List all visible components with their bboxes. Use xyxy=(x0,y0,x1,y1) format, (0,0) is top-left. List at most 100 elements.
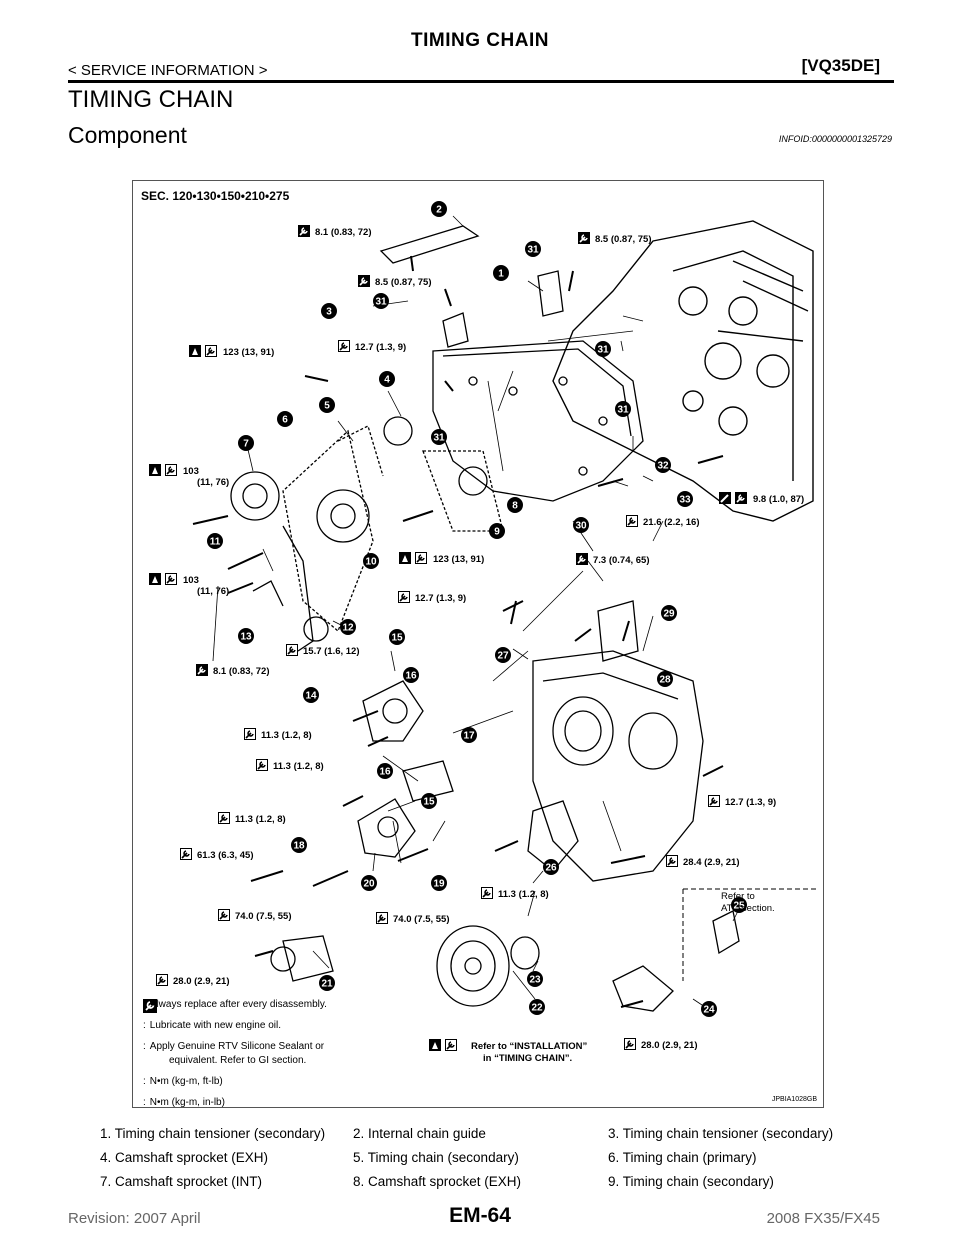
legend-text: Apply Genuine RTV Silicone Sealant or xyxy=(149,1041,325,1052)
callout-1: 1 xyxy=(493,265,509,281)
torque-label: 103 xyxy=(183,575,199,586)
torque-label: 28.0 (2.9, 21) xyxy=(173,976,230,987)
sealant-icon xyxy=(718,491,732,505)
callout-17: 17 xyxy=(461,727,477,743)
callout-31: 31 xyxy=(525,241,541,257)
callout-number: 29 xyxy=(663,609,675,620)
diagram-drawing: SEC. 120•130•150•210•275 xyxy=(141,189,819,1064)
callout-number: 26 xyxy=(545,863,557,874)
callout-24: 24 xyxy=(701,1001,717,1017)
callout-16: 16 xyxy=(403,667,419,683)
torque-icon xyxy=(217,908,231,922)
torque-icon xyxy=(164,463,178,477)
callout-26: 26 xyxy=(543,859,559,875)
part-item: 4. Camshaft sprocket (EXH) xyxy=(100,1150,269,1165)
part-item: 2. Internal chain guide xyxy=(353,1126,486,1141)
callout-19: 19 xyxy=(431,875,447,891)
callout-number: 23 xyxy=(529,975,541,986)
torque-label: 12.7 (1.3, 9) xyxy=(725,797,776,808)
torque-label: 123 (13, 91) xyxy=(433,554,484,565)
callout-18: 18 xyxy=(291,837,307,853)
callout-31: 31 xyxy=(431,429,447,445)
legend-row-oil: :Lubricate with new engine oil. xyxy=(143,999,543,1041)
callout-28: 28 xyxy=(657,671,673,687)
part-item: 5. Timing chain (secondary) xyxy=(353,1150,519,1165)
callout-number: 15 xyxy=(423,797,435,808)
callout-15: 15 xyxy=(421,793,437,809)
engine-code: [VQ35DE] xyxy=(801,56,880,75)
callout-6: 6 xyxy=(277,411,293,427)
torque-icon xyxy=(734,491,748,505)
legend-text: Lubricate with new engine oil. xyxy=(149,1020,281,1031)
legend-text: N•m (kg-m, in-lb) xyxy=(149,1097,225,1108)
torque-icon xyxy=(397,590,411,604)
callout-number: 27 xyxy=(497,651,509,662)
footer-revision: Revision: 2007 April xyxy=(68,1210,201,1227)
callout-15: 15 xyxy=(389,629,405,645)
callout-number: 31 xyxy=(375,297,387,308)
legend-text: equivalent. Refer to GI section. xyxy=(169,1055,307,1066)
callout-33: 33 xyxy=(677,491,693,507)
torque-icon xyxy=(297,224,311,238)
header-rule xyxy=(68,80,894,83)
parts-row: 4. Camshaft sprocket (EXH) 5. Timing cha… xyxy=(100,1150,880,1174)
callout-number: 13 xyxy=(240,632,252,643)
callout-number: 1 xyxy=(498,269,504,280)
callout-31: 31 xyxy=(595,341,611,357)
callout-number: 32 xyxy=(657,461,669,472)
chain-guide xyxy=(379,225,564,348)
torque-icon xyxy=(357,274,371,288)
oil-icon xyxy=(149,573,161,585)
torque-label: 21.6 (2.2, 16) xyxy=(643,517,700,528)
callout-30: 30 xyxy=(573,517,589,533)
refer-install-line-1: Refer to “INSTALLATION” xyxy=(471,1041,588,1052)
legend: :Always replace after every disassembly.… xyxy=(143,999,543,1108)
torque-label: 8.1 (0.83, 72) xyxy=(315,227,372,238)
torque-label: 74.0 (7.5, 55) xyxy=(393,914,450,925)
torque-icon xyxy=(243,727,257,741)
torque-inlb-icon xyxy=(143,999,157,1013)
callout-13: 13 xyxy=(238,628,254,644)
torque-labels: 8.1 (0.83, 72)8.5 (0.87, 75)8.5 (0.87, 7… xyxy=(149,224,804,1051)
callout-number: 16 xyxy=(405,671,417,682)
torque-icon xyxy=(337,339,351,353)
legend-text: N•m (kg-m, ft-lb) xyxy=(149,1076,223,1087)
part-item: 7. Camshaft sprocket (INT) xyxy=(100,1174,263,1189)
torque-icon xyxy=(217,811,231,825)
callout-number: 31 xyxy=(433,433,445,444)
torque-label: 11.3 (1.2, 8) xyxy=(273,761,324,772)
torque-icon xyxy=(575,552,589,566)
parts-row: 1. Timing chain tensioner (secondary) 2.… xyxy=(100,1126,880,1150)
torque-label: 11.3 (1.2, 8) xyxy=(235,814,286,825)
exploded-diagram: SEC. 120•130•150•210•275 xyxy=(132,180,824,1108)
legend-text: Always replace after every disassembly. xyxy=(149,999,327,1010)
legend-row-torque-inlb: :N•m (kg-m, in-lb) xyxy=(143,999,543,1108)
callout-21: 21 xyxy=(319,975,335,991)
front-cover xyxy=(532,650,704,882)
part-item: 9. Timing chain (secondary) xyxy=(608,1174,774,1189)
legend-row-torque-ftlb: :N•m (kg-m, ft-lb) xyxy=(143,999,543,1097)
callout-number: 28 xyxy=(659,675,671,686)
parts-row: 7. Camshaft sprocket (INT) 8. Camshaft s… xyxy=(100,1174,880,1198)
service-info-label: < SERVICE INFORMATION > xyxy=(68,62,268,79)
torque-label: 123 (13, 91) xyxy=(223,347,274,358)
callout-number: 21 xyxy=(321,979,333,990)
callout-number: 7 xyxy=(243,439,249,450)
lower-components xyxy=(270,600,740,1012)
torque-label: 12.7 (1.3, 9) xyxy=(355,342,406,353)
legend-row-sealant-cont: equivalent. Refer to GI section. xyxy=(143,1055,543,1076)
callout-32: 32 xyxy=(655,457,671,473)
callout-25: 25 xyxy=(731,897,747,913)
bolts xyxy=(192,255,724,1008)
callout-22: 22 xyxy=(529,999,545,1015)
part-item: 8. Camshaft sprocket (EXH) xyxy=(353,1174,522,1189)
callout-number: 9 xyxy=(494,527,500,538)
callout-number: 20 xyxy=(363,879,375,890)
callout-number: 3 xyxy=(326,307,332,318)
torque-icon xyxy=(179,847,193,861)
callout-8: 8 xyxy=(507,497,523,513)
torque-label: 11.3 (1.2, 8) xyxy=(261,730,312,741)
callout-number: 31 xyxy=(617,405,629,416)
section-title: TIMING CHAIN xyxy=(68,86,234,113)
